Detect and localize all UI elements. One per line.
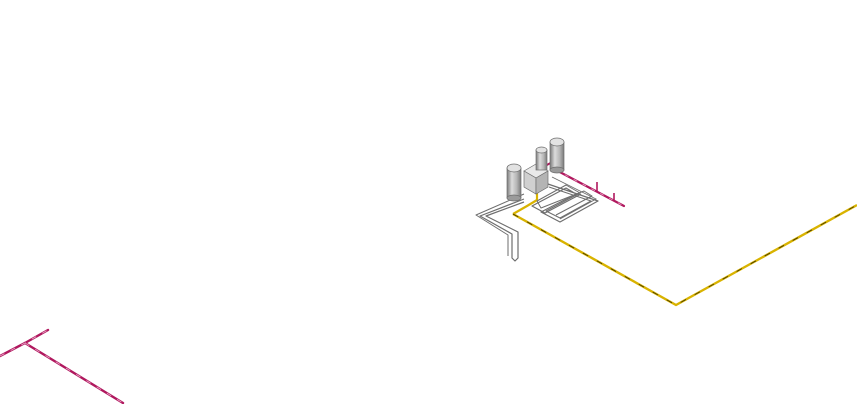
grey-process-pipe[interactable] <box>475 193 525 262</box>
yellow-pipe-base <box>512 199 538 215</box>
magenta-pipe-bottom-left[interactable] <box>0 328 125 404</box>
magenta-pipe-bl-branch <box>23 341 125 404</box>
yellow-pipe-main-dash <box>512 204 857 306</box>
serpentine-coil[interactable] <box>531 176 599 223</box>
tank-back-2-bottom <box>549 166 565 174</box>
box-right-face <box>535 170 549 195</box>
tank-left-top <box>506 163 522 173</box>
tank-left-body <box>506 167 522 199</box>
tank-back-2[interactable] <box>549 137 565 174</box>
yellow-pipe-route[interactable] <box>512 186 857 307</box>
grey-pipe-outer <box>479 198 525 262</box>
tank-left-bottom <box>506 194 522 202</box>
tank-left[interactable] <box>506 163 522 202</box>
coil-inner-2 <box>551 176 597 220</box>
coil-inner <box>536 184 593 219</box>
tank-back-2-top <box>549 137 565 147</box>
magenta-pipe-cluster-dash <box>555 169 625 207</box>
tank-back-1[interactable] <box>535 146 548 171</box>
grey-pipe-inner <box>475 193 525 256</box>
tank-back-1-top <box>535 146 548 154</box>
